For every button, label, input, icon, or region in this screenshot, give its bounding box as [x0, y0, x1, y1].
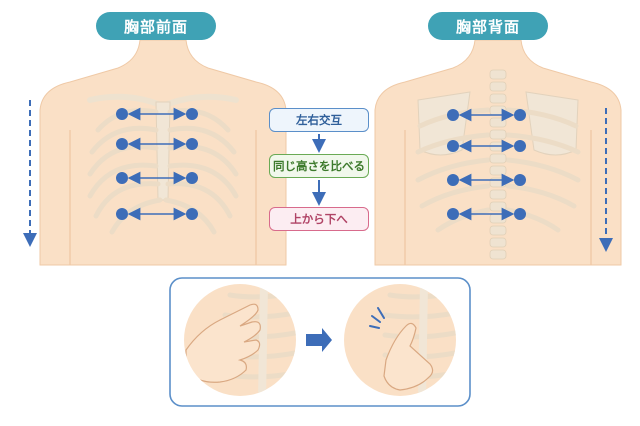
back-point-right-1 [514, 109, 526, 121]
back-point-right-3 [514, 174, 526, 186]
front-point-left-4 [116, 208, 128, 220]
back-chest-title: 胸部背面 [428, 12, 548, 40]
back-point-left-2 [447, 140, 459, 152]
step-top-to-bottom: 上から下へ [269, 207, 369, 231]
front-point-right-1 [186, 108, 198, 120]
front-point-right-4 [186, 208, 198, 220]
front-point-left-1 [116, 108, 128, 120]
step-compare-same-height: 同じ高さを比べる [269, 154, 369, 178]
back-point-left-3 [447, 174, 459, 186]
front-torso [39, 39, 287, 266]
next-step-arrow [306, 328, 332, 352]
palm-placement-illustration [184, 284, 296, 396]
front-auscultation-points [116, 107, 198, 221]
finger-tapping-illustration [344, 284, 456, 396]
back-point-right-4 [514, 208, 526, 220]
back-auscultation-points [447, 108, 526, 221]
front-point-right-2 [186, 138, 198, 150]
front-chest-title: 胸部前面 [96, 12, 216, 40]
back-point-right-2 [514, 140, 526, 152]
back-point-left-1 [447, 109, 459, 121]
front-point-right-3 [186, 172, 198, 184]
step-alternate-sides: 左右交互 [269, 108, 369, 132]
front-point-left-3 [116, 172, 128, 184]
back-point-left-4 [447, 208, 459, 220]
front-point-left-2 [116, 138, 128, 150]
tap-motion-icon [369, 307, 385, 329]
back-torso [374, 39, 622, 266]
